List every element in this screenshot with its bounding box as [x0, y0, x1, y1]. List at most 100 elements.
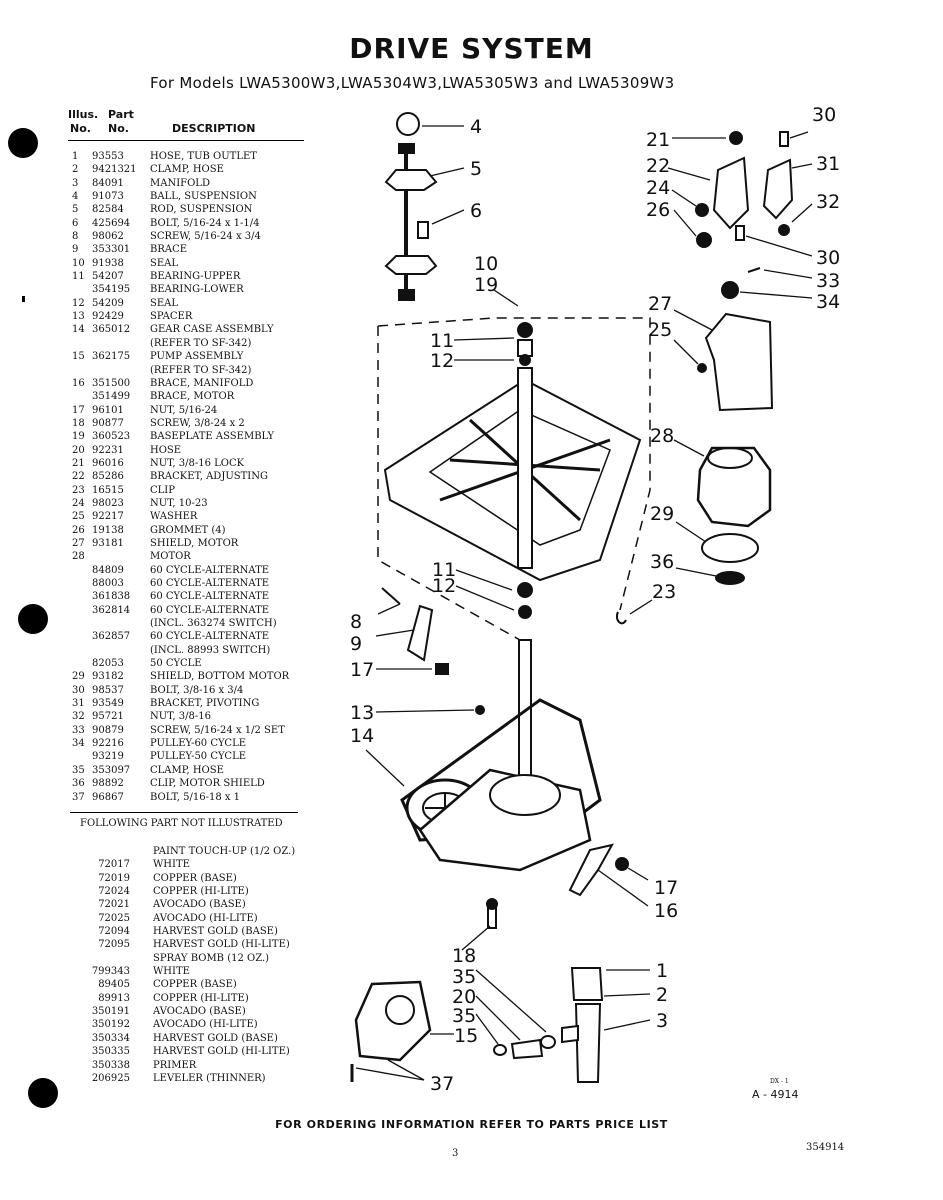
part-description: CLIP, MOTOR SHIELD — [150, 778, 265, 790]
part-illus-no: 15 — [72, 351, 85, 363]
part-illus-no: 3 — [72, 177, 79, 189]
part-description: SCREW, 3/8-24 x 2 — [150, 417, 245, 429]
callout-13: 13 — [350, 702, 374, 724]
paint-part-description: AVOCADO (HI-LITE) — [153, 912, 258, 924]
part-description: BOLT, 3/8-16 x 3/4 — [150, 684, 244, 696]
part-number: 362814 — [92, 604, 131, 616]
part-illus-no: 25 — [72, 511, 85, 523]
suspension-bracket-upper — [384, 169, 438, 191]
paint-part-number: 350191 — [91, 1006, 130, 1018]
part-description: 50 CYCLE — [150, 658, 202, 670]
part-description: BRACKET, ADJUSTING — [150, 471, 268, 483]
part-description: BALL, SUSPENSION — [150, 191, 257, 203]
figure-small-mark: DX - 1 — [770, 1078, 789, 1085]
callout-11-lower: 11 — [432, 559, 456, 581]
adjusting-bracket — [712, 156, 750, 230]
part-description: BRACE — [150, 244, 188, 256]
suspension-bracket-lower — [384, 255, 438, 275]
callout-28: 28 — [650, 425, 674, 447]
callout-19: 19 — [474, 274, 498, 296]
part-illus-no: 11 — [72, 271, 85, 283]
paint-part-description: COPPER (BASE) — [153, 979, 237, 991]
suspension-ball — [396, 112, 420, 136]
part-number: 85286 — [92, 471, 124, 483]
part-illus-no: 27 — [72, 537, 85, 549]
part-illus-no: 34 — [72, 738, 85, 750]
callout-23: 23 — [652, 581, 676, 603]
callout-16: 16 — [654, 900, 678, 922]
part-illus-no: 29 — [72, 671, 85, 683]
part-description: GEAR CASE ASSEMBLY — [150, 324, 274, 336]
part-number: 96016 — [92, 457, 124, 469]
part-description: (REFER TO SF-342) — [150, 364, 252, 376]
part-illus-no: 21 — [72, 457, 85, 469]
part-description: WASHER — [150, 511, 198, 523]
margin-mark — [22, 296, 25, 302]
paint-part-row: PAINT TOUCH-UP (1/2 OZ.) — [70, 845, 310, 858]
part-number: 362857 — [92, 631, 131, 643]
part-number: 98892 — [92, 778, 124, 790]
paint-part-description: SPRAY BOMB (12 OZ.) — [153, 952, 270, 964]
part-description: NUT, 10-23 — [150, 497, 208, 509]
page-subtitle: For Models LWA5300W3,LWA5304W3,LWA5305W3… — [150, 74, 675, 92]
baseplate — [383, 378, 642, 582]
paint-part-number: 72095 — [98, 939, 130, 951]
part-illus-no: 32 — [72, 711, 85, 723]
part-number: 351499 — [92, 391, 131, 403]
paint-part-number: 72017 — [98, 859, 130, 871]
part-description: BOLT, 5/16-24 x 1-1/4 — [150, 217, 260, 229]
part-description: BOLT, 5/16-18 x 1 — [150, 791, 241, 803]
paint-part-description: PRIMER — [153, 1059, 197, 1071]
callout-30-top: 30 — [812, 104, 836, 126]
part-illus-no: 35 — [72, 764, 85, 776]
part-illus-no: 4 — [72, 191, 79, 203]
part-illus-no: 12 — [72, 297, 85, 309]
paint-part-number: 206925 — [91, 1072, 130, 1084]
callout-37: 37 — [430, 1073, 454, 1095]
part-description: (INCL. 88993 SWITCH) — [150, 644, 271, 656]
page-number: 3 — [452, 1148, 459, 1159]
callout-25: 25 — [648, 319, 672, 341]
paint-part-description: COPPER (BASE) — [153, 872, 237, 884]
paint-part-description: HARVEST GOLD (BASE) — [153, 926, 278, 938]
part-illus-no: 31 — [72, 698, 85, 710]
paint-part-row: SPRAY BOMB (12 OZ.) — [70, 952, 310, 965]
callout-labels: 4 5 6 10 19 11 12 11 12 8 9 17 13 14 21 … — [350, 104, 840, 1095]
callout-17-left: 17 — [350, 659, 374, 681]
part-number: 98062 — [92, 231, 124, 243]
ordering-footer: FOR ORDERING INFORMATION REFER TO PARTS … — [275, 1118, 668, 1131]
part-number: 90877 — [92, 417, 124, 429]
part-description: 60 CYCLE-ALTERNATE — [150, 591, 270, 603]
paint-part-number: 72024 — [98, 886, 130, 898]
part-row: (REFER TO SF-342) — [70, 364, 310, 377]
callout-20: 20 — [452, 986, 476, 1008]
paint-part-number: 72094 — [98, 926, 130, 938]
